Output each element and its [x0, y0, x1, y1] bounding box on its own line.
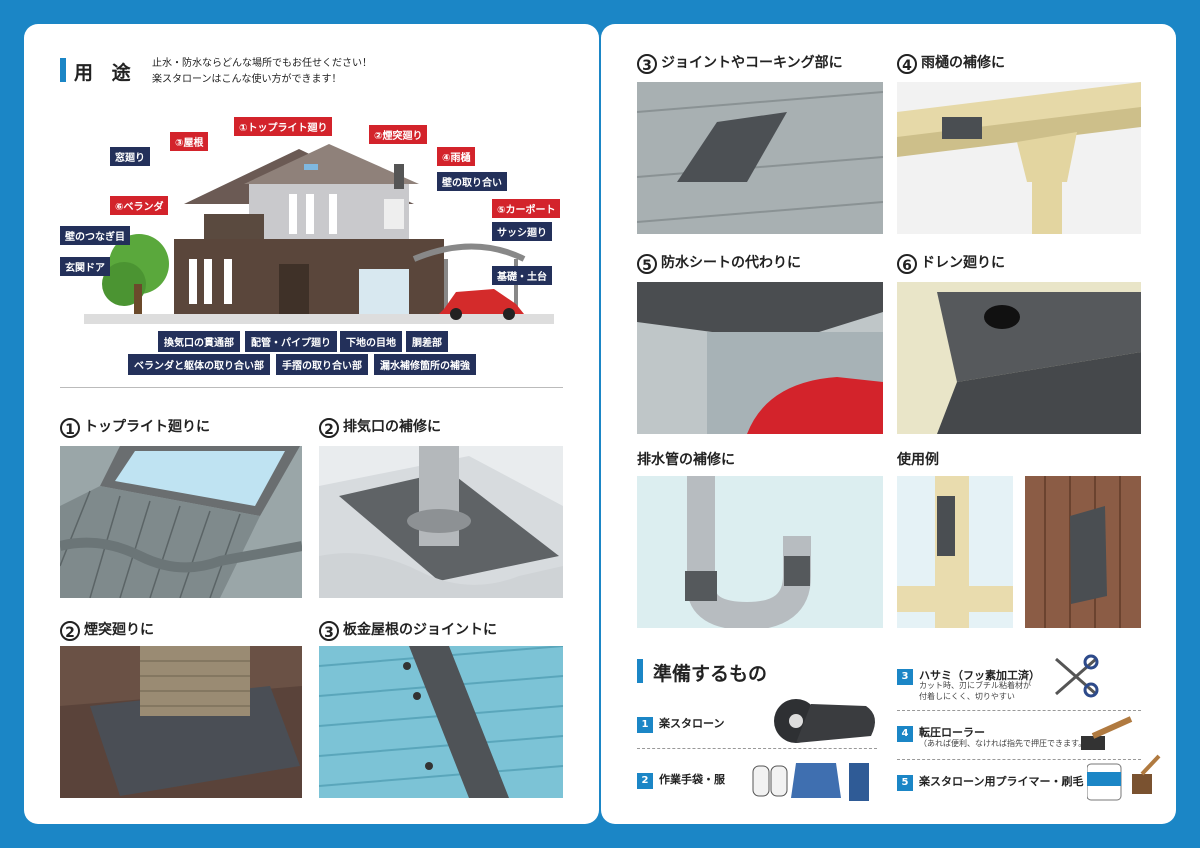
label-wall-seam: 壁のつなぎ目: [60, 226, 130, 245]
label-entrance-door: 玄関ドア: [60, 257, 110, 276]
intro-line-1: 止水・防水ならどんな場所でもお任せください！: [152, 58, 372, 69]
prep-divider-1: [637, 748, 877, 749]
label-window: 窓廻り: [110, 147, 150, 166]
chimney-illustration: [60, 646, 302, 798]
label-toplight: ①トップライト廻り: [234, 117, 333, 136]
prep-divider-2: [897, 710, 1141, 711]
prep-item-3-note: カット時、刃にブチル粘着材が 付着しにくく、切りやすい: [919, 681, 1031, 701]
prep-divider-3: [897, 759, 1141, 760]
primer-brush-icon: [1086, 754, 1167, 808]
drain-illustration: [897, 282, 1141, 434]
prep-title-bar: [637, 659, 643, 683]
title-bar: [60, 58, 66, 82]
example-wall-illustration: [1025, 476, 1141, 628]
label-carport: ⑤カーポート: [492, 199, 561, 218]
metal-roof-illustration: [319, 646, 563, 798]
roller-icon: [1081, 714, 1141, 758]
intro-line-2: 楽スタローンはこんな使い方ができます！: [152, 74, 342, 85]
toplight-illustration: [60, 446, 302, 598]
box-handrail: 手摺の取り合い部: [276, 354, 368, 375]
house-illustration: [84, 124, 554, 324]
joint-illustration: [637, 82, 883, 234]
exhaust-illustration: [319, 446, 563, 598]
box-vent: 換気口の貫通部: [158, 331, 240, 352]
prep-item-4-note: （あれば便利、なければ指先で押圧できます。）: [919, 739, 1091, 748]
box-veranda-body: ベランダと躯体の取り合い部: [128, 354, 270, 375]
gutter-illustration: [897, 82, 1141, 234]
box-base-joint: 下地の目地: [340, 331, 402, 352]
label-veranda: ⑥ベランダ: [110, 196, 169, 215]
drain-pipe-illustration: [637, 476, 883, 628]
label-wall-joint: 壁の取り合い: [437, 172, 507, 191]
box-leak-repair: 漏水補修箇所の補強: [374, 354, 476, 375]
left-page: 用 途 止水・防水ならどんな場所でもお任せください！ 楽スタローンはこんな使い方…: [24, 24, 599, 824]
box-piping: 配管・パイプ廻り: [245, 331, 337, 352]
scissors-icon: [1051, 654, 1101, 702]
label-roof: ③屋根: [170, 132, 209, 151]
label-gutter: ④雨樋: [437, 147, 476, 166]
box-girth: 胴差部: [406, 331, 448, 352]
gloves-clothes-icon: [751, 758, 876, 806]
prep-title: 準備するもの: [653, 663, 768, 685]
sheet-illustration: [637, 282, 883, 434]
drain-pipe-label: 排水管の補修に: [637, 452, 735, 468]
divider: [60, 387, 563, 388]
label-chimney: ②煙突廻り: [369, 125, 428, 144]
example-pipe-illustration: [897, 476, 1013, 628]
example-label: 使用例: [897, 452, 939, 468]
label-foundation: 基礎・土台: [492, 266, 552, 285]
usage-title: 用 途: [74, 62, 137, 84]
tape-roll-icon: [771, 696, 881, 750]
label-sash: サッシ廻り: [492, 222, 552, 241]
